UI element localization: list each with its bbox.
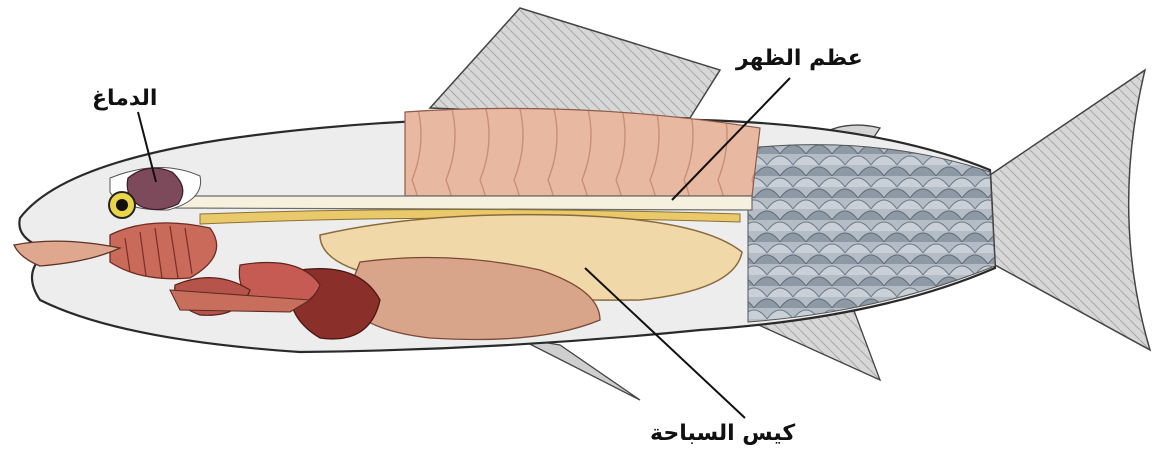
gills — [110, 223, 217, 279]
pelvic-fin — [518, 338, 640, 400]
pupil — [116, 199, 128, 211]
dorsal-muscle — [405, 108, 760, 196]
backbone — [170, 196, 752, 210]
backbone-label: عظم الظهر — [736, 46, 863, 71]
swim-bladder-label: كيس السباحة — [650, 421, 795, 446]
dorsal-fin — [430, 8, 720, 118]
scales-region — [748, 145, 995, 322]
brain-label: الدماغ — [92, 86, 157, 111]
tail-fin — [990, 70, 1150, 350]
